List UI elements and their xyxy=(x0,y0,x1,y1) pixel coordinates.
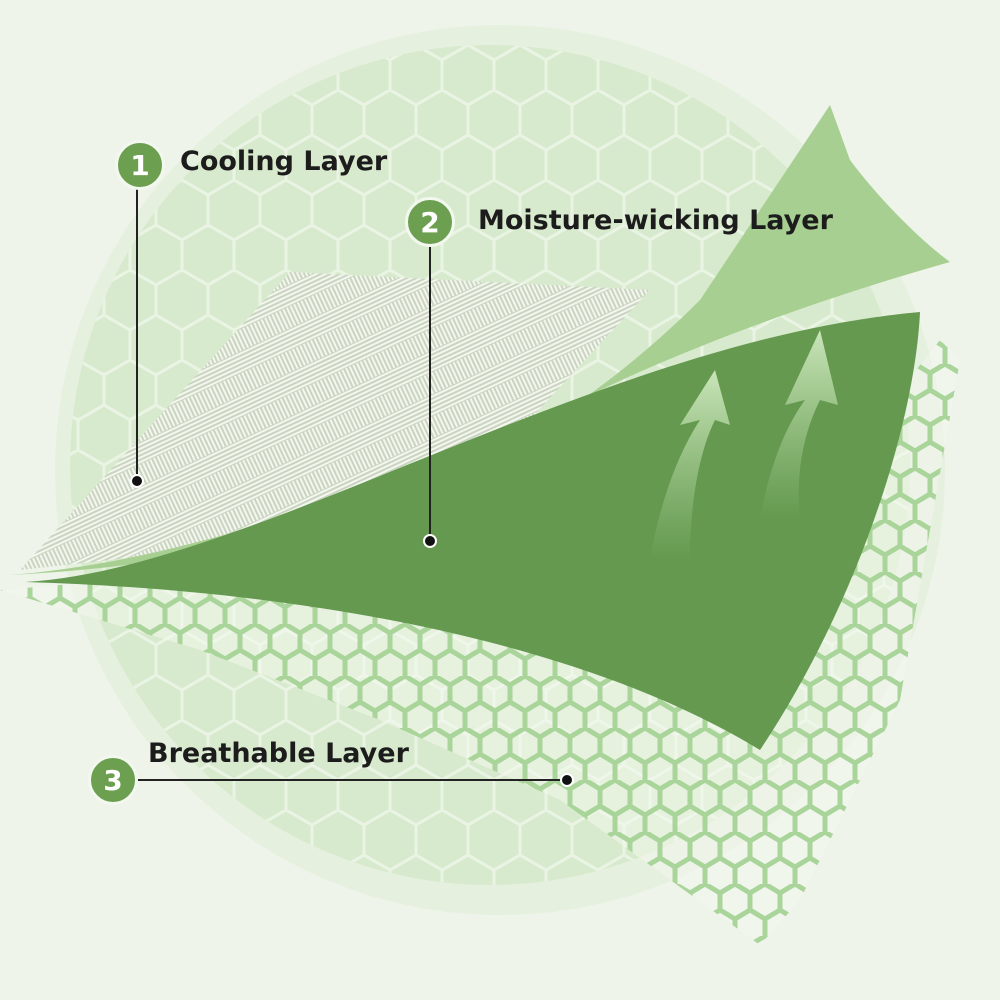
callout-dot xyxy=(560,773,574,787)
label-cooling-layer: Cooling Layer xyxy=(180,146,388,177)
callout-dot xyxy=(423,534,437,548)
arrow-up-icon xyxy=(650,370,730,560)
cooling-weave xyxy=(20,272,650,570)
label-moisture-wicking-layer: Moisture-wicking Layer xyxy=(478,205,833,236)
badge-3: 3 xyxy=(88,755,138,805)
badge-1: 1 xyxy=(115,140,165,190)
callout-dot xyxy=(130,474,144,488)
moisture-sheet xyxy=(25,312,920,750)
label-breathable-layer: Breathable Layer xyxy=(148,738,409,769)
arrow-up-icon xyxy=(760,330,838,520)
badge-2: 2 xyxy=(405,197,455,247)
breathable-mesh xyxy=(0,340,960,945)
